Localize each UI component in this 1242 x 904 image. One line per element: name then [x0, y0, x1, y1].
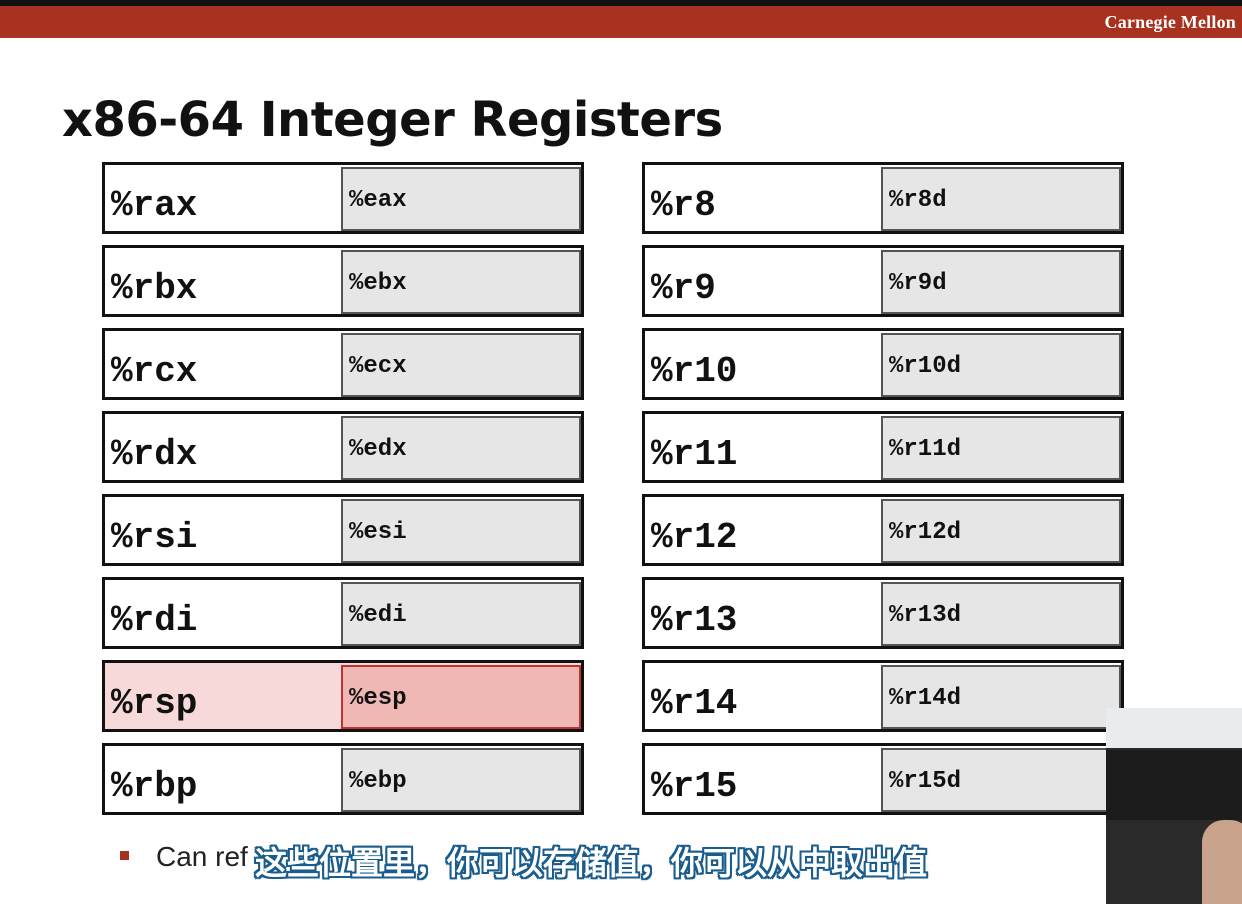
register-name: %rbp — [111, 766, 198, 807]
register-rsp-highlighted: %rsp %esp — [102, 660, 584, 732]
register-sub-name: %ecx — [349, 353, 407, 380]
register-sub-box: %edx — [341, 416, 581, 480]
register-name: %r11 — [651, 434, 738, 475]
register-sub-box: %r15d — [881, 748, 1121, 812]
register-sub-name: %r8d — [889, 187, 947, 214]
register-r10: %r10 %r10d — [642, 328, 1124, 400]
register-sub-name: %r10d — [889, 353, 962, 380]
register-sub-name: %eax — [349, 187, 407, 214]
register-sub-name: %edi — [349, 602, 407, 629]
register-sub-name: %r14d — [889, 685, 962, 712]
register-name: %rsp — [111, 683, 198, 724]
video-subtitle: 这些位置里，你可以存储值，你可以从中取出值 — [255, 844, 928, 882]
register-name: %rdi — [111, 600, 198, 641]
register-name: %r12 — [651, 517, 738, 558]
register-rdi: %rdi %edi — [102, 577, 584, 649]
register-name: %r10 — [651, 351, 738, 392]
register-sub-box: %r13d — [881, 582, 1121, 646]
register-r12: %r12 %r12d — [642, 494, 1124, 566]
bullet-text: Can ref — [156, 841, 248, 872]
register-sub-box: %ebp — [341, 748, 581, 812]
register-sub-name: %esp — [349, 685, 407, 712]
register-r8: %r8 %r8d — [642, 162, 1124, 234]
register-rbp: %rbp %ebp — [102, 743, 584, 815]
register-sub-name: %ebx — [349, 270, 407, 297]
register-name: %rdx — [111, 434, 198, 475]
register-sub-box: %ecx — [341, 333, 581, 397]
register-sub-box: %r12d — [881, 499, 1121, 563]
video-speaker — [1202, 820, 1242, 904]
register-sub-box: %r11d — [881, 416, 1121, 480]
register-sub-box: %edi — [341, 582, 581, 646]
speaker-video-thumbnail — [1106, 708, 1242, 904]
register-name: %r15 — [651, 766, 738, 807]
register-name: %r14 — [651, 683, 738, 724]
register-sub-box: %esp — [341, 665, 581, 729]
register-r14: %r14 %r14d — [642, 660, 1124, 732]
register-r15: %r15 %r15d — [642, 743, 1124, 815]
register-sub-name: %r11d — [889, 436, 962, 463]
brand-label: Carnegie Mellon — [1104, 12, 1236, 32]
register-sub-box: %r10d — [881, 333, 1121, 397]
register-sub-box: %esi — [341, 499, 581, 563]
register-name: %rbx — [111, 268, 198, 309]
register-sub-box: %ebx — [341, 250, 581, 314]
register-name: %r13 — [651, 600, 738, 641]
register-sub-name: %r9d — [889, 270, 947, 297]
register-sub-box: %eax — [341, 167, 581, 231]
register-name: %r8 — [651, 185, 716, 226]
register-sub-name: %esi — [349, 519, 407, 546]
register-rdx: %rdx %edx — [102, 411, 584, 483]
register-sub-name: %r13d — [889, 602, 962, 629]
register-sub-box: %r8d — [881, 167, 1121, 231]
register-rbx: %rbx %ebx — [102, 245, 584, 317]
video-ceiling — [1106, 708, 1242, 748]
register-name: %rcx — [111, 351, 198, 392]
register-sub-name: %ebp — [349, 768, 407, 795]
register-rcx: %rcx %ecx — [102, 328, 584, 400]
slide-title: x86-64 Integer Registers — [62, 92, 723, 148]
register-r13: %r13 %r13d — [642, 577, 1124, 649]
register-name: %rax — [111, 185, 198, 226]
header-top-strip — [0, 0, 1242, 6]
register-rax: %rax %eax — [102, 162, 584, 234]
register-sub-box: %r14d — [881, 665, 1121, 729]
register-r9: %r9 %r9d — [642, 245, 1124, 317]
register-rsi: %rsi %esi — [102, 494, 584, 566]
register-sub-box: %r9d — [881, 250, 1121, 314]
video-blackboard — [1106, 750, 1242, 820]
register-sub-name: %r15d — [889, 768, 962, 795]
register-name: %r9 — [651, 268, 716, 309]
slide-header-bar: Carnegie Mellon — [0, 0, 1242, 38]
register-sub-name: %edx — [349, 436, 407, 463]
bullet-marker-icon — [120, 851, 129, 860]
register-r11: %r11 %r11d — [642, 411, 1124, 483]
register-sub-name: %r12d — [889, 519, 962, 546]
register-name: %rsi — [111, 517, 198, 558]
